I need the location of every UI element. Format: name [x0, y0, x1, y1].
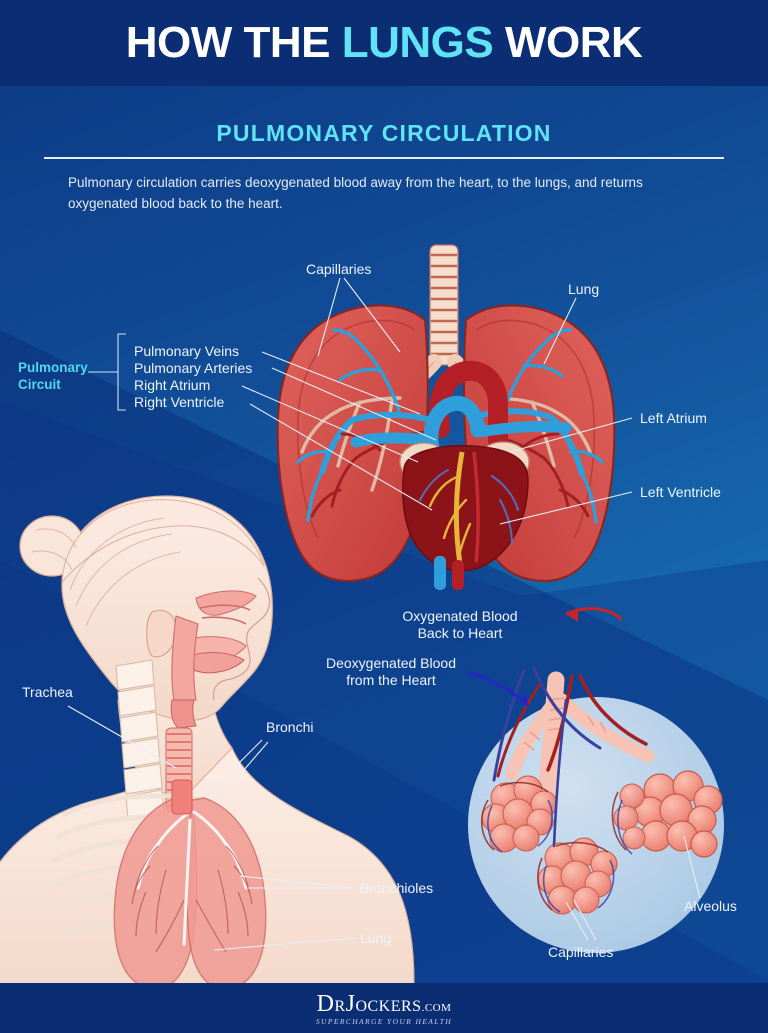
- label-lung-body: Lung: [360, 930, 392, 946]
- label-bronchi: Bronchi: [266, 719, 314, 735]
- circuit-label-line2: Circuit: [18, 376, 61, 392]
- label-capillaries-alveoli: Capillaries: [548, 944, 614, 960]
- label-oxygenated-blood: Oxygenated Blood Back to Heart: [386, 608, 534, 641]
- brand-logo[interactable]: DRJOCKERS.COM SUPERCHARGE YOUR HEALTH: [0, 991, 768, 1026]
- oxygenated-line1: Oxygenated Blood: [402, 608, 518, 624]
- label-alveolus: Alveolus: [684, 898, 737, 914]
- label-left-ventricle: Left Ventricle: [640, 484, 721, 500]
- oxygenated-line2: Back to Heart: [417, 624, 503, 641]
- logo-ockers: OCKERS: [355, 998, 422, 1015]
- logo-tagline: SUPERCHARGE YOUR HEALTH: [315, 1017, 453, 1026]
- deoxygenated-line2: from the Heart: [346, 671, 436, 688]
- heading-divider: [44, 157, 724, 159]
- header-band: [0, 0, 768, 86]
- footer-band: DRJOCKERS.COM SUPERCHARGE YOUR HEALTH: [0, 983, 768, 1033]
- logo-r: R: [334, 998, 346, 1015]
- logo-domain: .COM: [421, 1002, 452, 1014]
- deoxygenated-line1: Deoxygenated Blood: [326, 655, 456, 671]
- label-lung-top: Lung: [568, 281, 600, 297]
- label-pulmonary-arteries: Pulmonary Arteries: [134, 360, 253, 376]
- pulmonary-circuit-label: Pulmonary Circuit: [18, 360, 88, 394]
- title-part-1: HOW THE: [125, 18, 342, 67]
- label-trachea: Trachea: [22, 684, 73, 700]
- title-highlight: LUNGS: [341, 18, 494, 67]
- label-right-ventricle: Right Ventricle: [134, 394, 225, 410]
- logo-d: D: [316, 991, 335, 1017]
- label-left-atrium: Left Atrium: [640, 410, 707, 426]
- label-deoxygenated-blood: Deoxygenated Blood from the Heart: [308, 655, 474, 688]
- logo-j: J: [345, 991, 356, 1017]
- circuit-label-line1: Pulmonary: [18, 360, 88, 375]
- section-heading: PULMONARY CIRCULATION: [216, 120, 552, 146]
- label-pulmonary-veins: Pulmonary Veins: [134, 343, 240, 359]
- page-title: HOW THE LUNGS WORK: [0, 18, 768, 68]
- title-part-2: WORK: [493, 18, 643, 67]
- label-capillaries-top: Capillaries: [306, 261, 372, 277]
- section-description: Pulmonary circulation carries deoxygenat…: [68, 175, 643, 211]
- label-right-atrium: Right Atrium: [134, 377, 211, 393]
- label-bronchioles: Bronchioles: [360, 880, 434, 896]
